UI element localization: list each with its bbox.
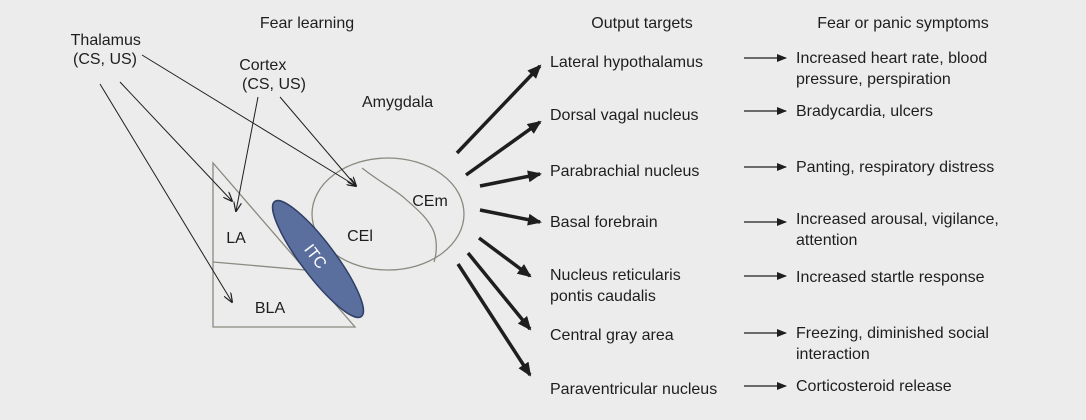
symptom-heart-rate: Increased heart rate, blood pressure, pe…: [796, 50, 992, 88]
cortex-name: Cortex: [239, 57, 286, 74]
itc-shape: [271, 199, 365, 319]
symptom-heart-rate-line-2: pressure, perspiration: [796, 71, 951, 88]
la-label: LA: [226, 230, 246, 247]
symptom-corticosteroid: Corticosteroid release: [796, 378, 952, 395]
symptom-bradycardia: Bradycardia, ulcers: [796, 103, 933, 120]
thalamus-signals: (CS, US): [73, 51, 137, 68]
target-dorsal-vagal-nucleus: Dorsal vagal nucleus: [550, 107, 699, 124]
output-targets: Lateral hypothalamus Dorsal vagal nucleu…: [550, 54, 717, 398]
output-arrow-dorsal-vagal: [464, 120, 542, 177]
symptom-heart-rate-line-1: Increased heart rate, blood: [796, 50, 987, 67]
output-targets-header: Output targets: [591, 15, 692, 32]
symptom-freezing: Freezing, diminished social interaction: [796, 325, 993, 363]
basolateral-complex-shape: [212, 161, 357, 328]
symptom-arousal-line-2: attention: [796, 232, 857, 249]
target-paraventricular-nucleus: Paraventricular nucleus: [550, 381, 717, 398]
la-bla-divider: [212, 261, 306, 271]
output-arrows: [455, 64, 542, 377]
output-arrow-nucleus-reticularis: [477, 236, 532, 278]
symptom-freezing-line-2: interaction: [796, 346, 870, 363]
symptoms-header: Fear or panic symptoms: [817, 15, 989, 32]
symptom-arrows: [744, 54, 787, 390]
thalamus-label: Thalamus (CS, US): [71, 32, 146, 68]
target-central-gray-area: Central gray area: [550, 327, 674, 344]
thalamus-to-la-arrow: [119, 81, 232, 201]
amygdala-label: Amygdala: [362, 94, 433, 111]
thalamus-to-bla-arrow: [99, 83, 232, 302]
symptom-arousal: Increased arousal, vigilance, attention: [796, 211, 1003, 249]
symptom-panting: Panting, respiratory distress: [796, 159, 994, 176]
output-arrow-basal-forebrain: [479, 208, 542, 226]
symptom-startle: Increased startle response: [796, 269, 985, 286]
target-lateral-hypothalamus: Lateral hypothalamus: [550, 54, 703, 71]
output-arrow-central-gray: [466, 251, 532, 331]
cortex-to-cel-arrow: [279, 96, 356, 186]
output-arrow-paraventricular: [456, 263, 532, 377]
cortex-signals: (CS, US): [242, 76, 306, 93]
target-parabrachial-nucleus: Parabrachial nucleus: [550, 163, 699, 180]
symptom-freezing-line-1: Freezing, diminished social: [796, 325, 989, 342]
target-nucleus-reticularis-line-1: Nucleus reticularis: [550, 267, 681, 284]
thalamus-to-cel-arrow: [141, 54, 356, 186]
symptoms: Increased heart rate, blood pressure, pe…: [796, 50, 1003, 395]
output-arrow-parabrachial: [479, 170, 542, 188]
cel-cem-divider: [361, 167, 437, 263]
central-nucleus-shape: [311, 157, 465, 271]
target-basal-forebrain: Basal forebrain: [550, 214, 658, 231]
target-nucleus-reticularis: Nucleus reticularis pontis caudalis: [550, 267, 685, 305]
cel-label: CEl: [347, 228, 373, 245]
thalamus-name: Thalamus: [71, 32, 141, 49]
cortex-label: Cortex (CS, US): [239, 57, 306, 93]
cortex-to-la-arrow: [236, 96, 259, 211]
output-arrow-lateral-hypothalamus: [455, 64, 542, 155]
bla-label: BLA: [255, 300, 286, 317]
input-arrows: [99, 54, 356, 302]
symptom-arousal-line-1: Increased arousal, vigilance,: [796, 211, 999, 228]
cem-label: CEm: [412, 193, 448, 210]
target-nucleus-reticularis-line-2: pontis caudalis: [550, 288, 656, 305]
fear-learning-header: Fear learning: [260, 15, 354, 32]
